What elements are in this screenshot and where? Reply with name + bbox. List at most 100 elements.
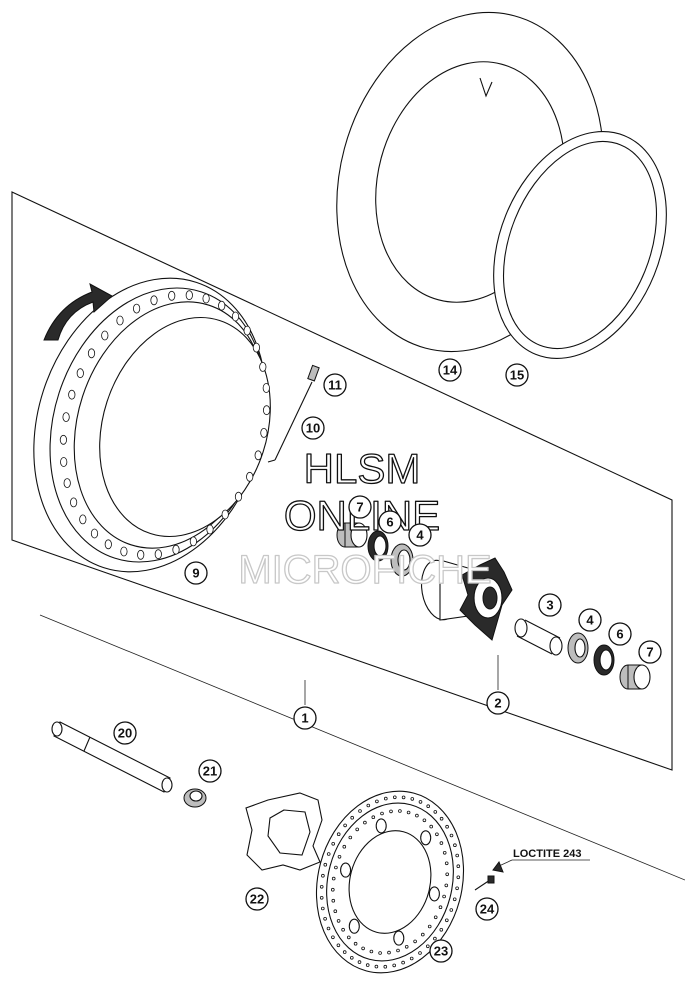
brake-disc-hole — [455, 853, 460, 858]
rim-spoke-hole — [62, 412, 70, 423]
callout-circle — [301, 416, 325, 440]
callout-2: 2 — [486, 691, 510, 715]
brake-disc-hole — [435, 832, 439, 837]
rim-spoke-hole — [63, 478, 71, 489]
rim-spoke-hole — [252, 342, 260, 353]
brake-disc-hole — [383, 964, 388, 969]
brake-disc-mount-tab — [420, 830, 432, 846]
brake-disc-hole — [323, 862, 328, 867]
rim-spoke-hole — [133, 303, 141, 314]
callout-22: 22 — [245, 887, 269, 911]
rim-spoke-hole — [90, 528, 99, 539]
brake-disc-hole — [401, 795, 406, 800]
brake-disc-hole — [342, 950, 347, 954]
callout-circle — [378, 510, 402, 534]
brake-disc-hole — [452, 897, 457, 902]
callout-label: 21 — [203, 764, 217, 779]
brake-disc-hole — [342, 844, 347, 849]
brake-disc-hole — [350, 815, 355, 820]
brake-disc-hole — [413, 939, 417, 944]
wheel-axle — [51, 721, 173, 793]
rim-spoke-hole — [260, 427, 268, 438]
brake-disc-hole — [334, 865, 338, 870]
brake-disc-hole — [331, 876, 336, 881]
callout-label: 3 — [546, 598, 553, 613]
brake-disc-hole — [357, 960, 362, 964]
brake-disc-hole — [336, 943, 341, 948]
callout-label: 22 — [250, 892, 264, 907]
rim-tape — [493, 131, 667, 359]
brake-disc-hole — [453, 843, 457, 847]
callout-label: 1 — [301, 711, 308, 726]
brake-disc-hole — [366, 803, 371, 808]
brake-disc-hole — [319, 895, 324, 900]
brake-disc-hole — [337, 854, 342, 859]
callout-6-left: 6 — [378, 510, 402, 534]
callout-9: 9 — [184, 561, 208, 585]
brake-disc-hole — [439, 816, 444, 821]
rim-spoke-hole — [218, 300, 226, 311]
disc-bolt — [474, 859, 590, 891]
brake-disc-hole — [442, 894, 446, 899]
brake-disc-mount-tab — [393, 930, 405, 946]
brake-disc-hole — [445, 824, 449, 829]
brake-disc-hole — [409, 956, 414, 961]
brake-disc-hole — [439, 927, 444, 932]
rim-spoke-hole — [206, 524, 214, 535]
brake-disc-hole — [418, 951, 422, 955]
rim-spoke-hole — [185, 290, 193, 301]
spacer-7-left — [336, 522, 368, 548]
rim-spoke-hole — [154, 549, 162, 560]
rim-spoke-hole — [104, 539, 112, 550]
brake-disc-hole — [361, 946, 365, 951]
callout-label: 20 — [118, 726, 132, 741]
callout-7-right: 7 — [638, 640, 662, 664]
brake-disc-hole — [425, 944, 430, 949]
brake-disc-hole — [378, 951, 382, 955]
callout-circle — [245, 887, 269, 911]
rim-spoke-hole — [168, 290, 176, 301]
brake-disc-hole — [336, 832, 341, 836]
brake-disc-hole — [429, 824, 434, 829]
callout-circle — [608, 622, 632, 646]
brake-disc-hole — [336, 919, 341, 923]
callout-23: 23 — [429, 939, 453, 963]
brake-disc-hole — [375, 799, 379, 804]
callout-circle — [198, 759, 222, 783]
brake-disc-hole — [439, 841, 444, 845]
brake-disc-hole — [427, 924, 432, 929]
callout-4-right: 4 — [578, 608, 602, 632]
brake-disc-hole — [456, 864, 461, 868]
rim-spoke-hole — [189, 536, 197, 547]
brake-disc-hole — [365, 963, 370, 967]
callout-label: 14 — [443, 363, 458, 378]
rim-spoke-hole — [101, 330, 109, 341]
callout-circle — [505, 363, 529, 387]
rim-spoke-hole — [60, 457, 68, 467]
rim-spoke-hole — [262, 405, 271, 416]
callout-7-left: 7 — [348, 495, 372, 519]
brake-disc-hole — [406, 810, 411, 815]
brake-disc-hole — [433, 810, 438, 814]
brake-disc-hole — [331, 841, 336, 846]
callout-circle — [323, 373, 347, 397]
bearing-4-right — [567, 632, 589, 664]
brake-disc-hole — [346, 935, 351, 940]
rim-spoke-hole — [137, 549, 145, 560]
rim-spoke-hole — [150, 295, 158, 306]
brake-disc-hole — [387, 950, 391, 955]
brake-disc-hole — [444, 883, 449, 888]
brake-disc-hole — [438, 905, 443, 909]
rim-spoke-hole — [79, 514, 87, 525]
rim-spoke-hole — [259, 361, 267, 372]
wheel-hub — [420, 557, 513, 641]
brake-disc-hole — [355, 827, 360, 832]
brake-disc-adapter — [245, 792, 323, 871]
brake-disc-hole — [326, 926, 331, 931]
brake-disc-hole — [369, 949, 374, 954]
brake-disc-hole — [401, 960, 405, 965]
callout-circle — [429, 939, 453, 963]
brake-disc-hole — [455, 886, 459, 891]
callout-label: 2 — [494, 696, 501, 711]
brake-disc-hole — [349, 955, 354, 960]
